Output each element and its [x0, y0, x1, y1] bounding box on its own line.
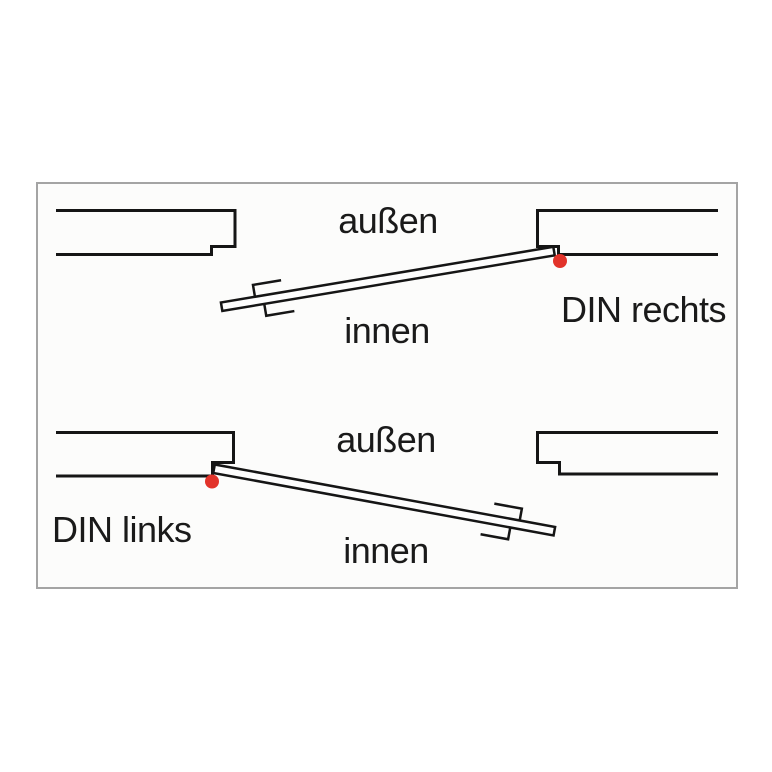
inside-label-bottom: innen: [343, 530, 429, 571]
outside-label-top: außen: [338, 200, 438, 241]
din-handing-diagram: [56, 209, 718, 541]
wall-top-left: [56, 209, 237, 256]
hinge-dot-top: [553, 254, 567, 268]
door-leaf-top-group: [219, 245, 557, 318]
door-leaf-bottom: [211, 463, 557, 537]
door-handle-outside-top-icon: [251, 279, 282, 297]
door-leaf-top: [219, 245, 557, 313]
outside-label-bottom: außen: [336, 419, 436, 460]
door-leaf-bottom-group: [211, 463, 557, 541]
handing-label-din-links: DIN links: [52, 509, 192, 550]
wall-top-right: [536, 209, 718, 256]
wall-bottom-left: [56, 431, 235, 478]
inside-label-top: innen: [344, 310, 430, 351]
wall-bottom-right: [536, 431, 718, 476]
door-handle-outside-bottom-icon: [494, 502, 524, 521]
handing-label-din-rechts: DIN rechts: [561, 289, 727, 330]
door-handle-inside-top-icon: [263, 303, 295, 318]
diagram-panel: [36, 182, 738, 589]
hinge-dot-bottom: [205, 474, 219, 489]
door-handle-inside-bottom-icon: [480, 527, 512, 541]
